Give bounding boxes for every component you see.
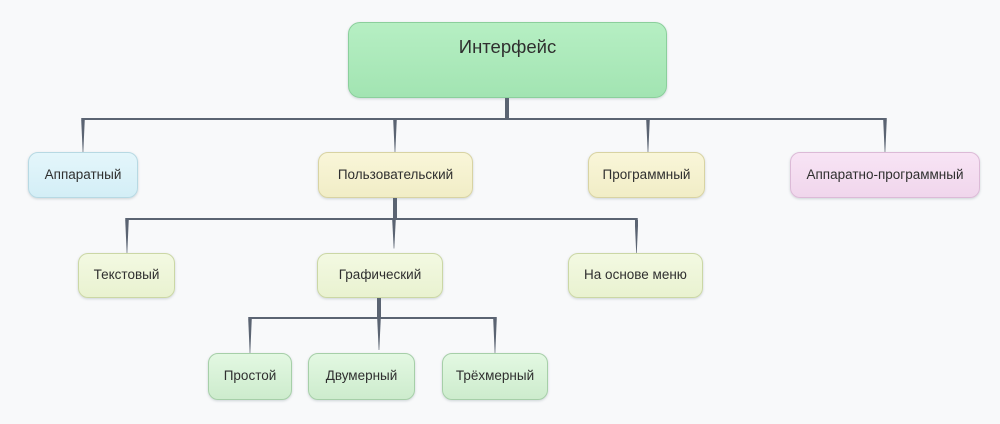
connector-drop-two-d bbox=[377, 318, 381, 350]
node-software[interactable]: Программный bbox=[588, 152, 705, 198]
node-menu-based[interactable]: На основе меню bbox=[568, 253, 703, 298]
connector-drop-software bbox=[646, 119, 650, 153]
node-two-d[interactable]: Двумерный bbox=[308, 353, 415, 400]
node-two-d-label: Двумерный bbox=[325, 368, 398, 384]
node-graphical-label: Графический bbox=[338, 267, 422, 283]
connector-level1-hline bbox=[81, 117, 887, 121]
node-interface-label: Интерфейс bbox=[458, 36, 557, 57]
connector-level2-hline bbox=[125, 217, 638, 221]
connector-drop-hardware-software bbox=[883, 119, 887, 153]
connector-drop-graphical bbox=[392, 219, 396, 249]
node-graphical[interactable]: Графический bbox=[317, 253, 443, 298]
node-text-mode[interactable]: Текстовый bbox=[78, 253, 175, 298]
node-user-label: Пользовательский bbox=[337, 166, 454, 182]
node-interface[interactable]: Интерфейс bbox=[348, 22, 667, 98]
connector-graphical-stub bbox=[377, 297, 381, 318]
connector-drop-three-d bbox=[493, 318, 497, 353]
node-hardware-label: Аппаратный bbox=[44, 166, 122, 182]
node-simple-label: Простой bbox=[223, 368, 277, 384]
connector-drop-simple bbox=[248, 318, 252, 353]
node-hardware[interactable]: Аппаратный bbox=[28, 152, 138, 198]
node-three-d[interactable]: Трёхмерный bbox=[442, 353, 548, 400]
node-software-label: Программный bbox=[602, 166, 691, 182]
connector-root-stub bbox=[505, 97, 509, 119]
connector-level3-hline bbox=[248, 316, 497, 320]
node-text-mode-label: Текстовый bbox=[93, 267, 160, 283]
connector-user-stub bbox=[393, 197, 397, 219]
node-hardware-software[interactable]: Аппаратно-программный bbox=[790, 152, 980, 198]
node-user[interactable]: Пользовательский bbox=[318, 152, 473, 198]
node-simple[interactable]: Простой bbox=[208, 353, 292, 400]
connector-drop-hardware bbox=[81, 119, 85, 153]
connector-drop-text bbox=[125, 219, 129, 253]
connector-drop-user bbox=[393, 119, 397, 153]
node-menu-based-label: На основе меню bbox=[584, 267, 687, 283]
connector-drop-menu-based bbox=[634, 219, 639, 253]
node-three-d-label: Трёхмерный bbox=[455, 368, 535, 384]
node-hardware-software-label: Аппаратно-программный bbox=[806, 166, 964, 182]
